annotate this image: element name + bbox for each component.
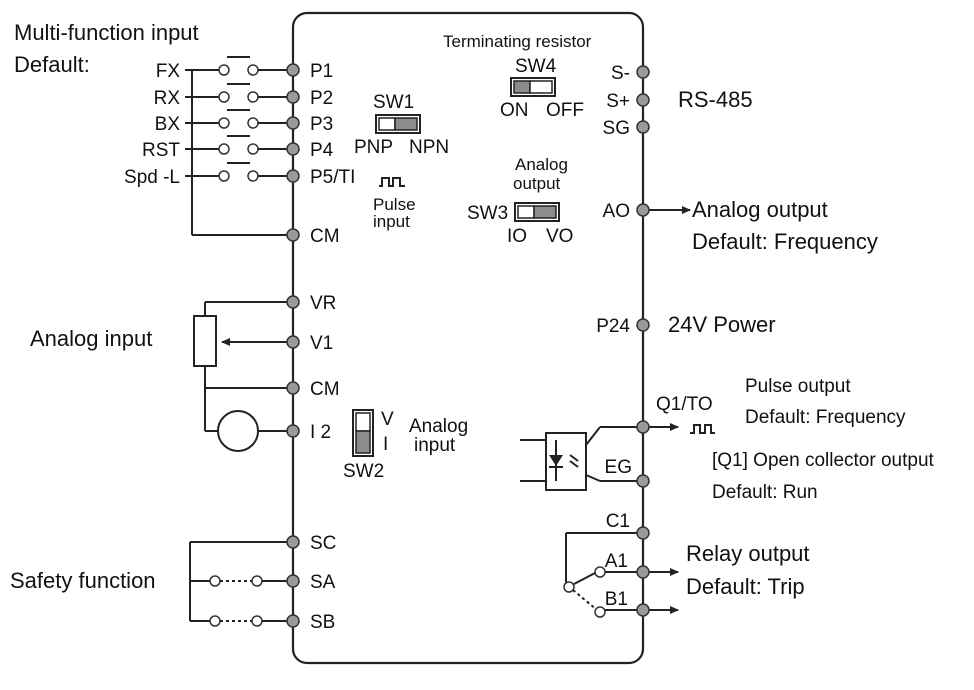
terminal-p4: P4 (310, 140, 334, 161)
relay-output-label: Relay output (686, 541, 810, 566)
right-terminal-dots (636, 65, 650, 617)
sw3-vo: VO (546, 226, 573, 247)
switch-sw3: Analog output SW3 IO VO (467, 155, 573, 247)
multi-function-title: Multi-function input (14, 20, 199, 45)
input-rx: RX (154, 88, 181, 109)
multi-function-default: Default: (14, 52, 90, 77)
terminal-vr: VR (310, 293, 336, 314)
contact-bx (185, 109, 293, 129)
pulse-input-label-1: Pulse (373, 195, 416, 214)
input-bx: BX (155, 114, 181, 135)
input-fx: FX (156, 61, 181, 82)
relay-output-default: Default: Trip (686, 574, 805, 599)
sw2-label: SW2 (343, 461, 384, 482)
switch-sw4: Terminating resistor SW4 ON OFF (443, 32, 592, 121)
analog-output-default: Default: Frequency (692, 229, 878, 254)
terminal-b1: B1 (605, 589, 628, 610)
q1-description: [Q1] Open collector output (712, 450, 935, 471)
terminal-v1: V1 (310, 333, 333, 354)
sw2-analog: Analog (409, 416, 468, 437)
sw3-output: output (513, 174, 561, 193)
sw4-label: SW4 (515, 56, 557, 77)
sw2-v: V (381, 409, 394, 430)
sw4-off: OFF (546, 100, 584, 121)
contact-spd-l (185, 162, 293, 182)
terminal-p24: P24 (596, 316, 630, 337)
safety-function-label: Safety function (10, 568, 156, 593)
pulse-output-icon (690, 424, 715, 434)
terminal-sb: SB (310, 612, 335, 633)
terminal-block (291, 11, 645, 665)
terminal-sg: SG (603, 118, 630, 139)
switch-sw2: V I SW2 Analog input (343, 409, 468, 482)
terminating-resistor-title: Terminating resistor (443, 32, 592, 51)
terminal-sa: SA (310, 572, 336, 593)
terminal-p1: P1 (310, 61, 333, 82)
sw1-pnp: PNP (354, 137, 393, 158)
multi-function-wiring (185, 56, 293, 236)
sw3-io: IO (507, 226, 527, 247)
pulse-icon (379, 177, 405, 187)
pulse-input-label-2: input (373, 212, 410, 231)
sw3-label: SW3 (467, 203, 508, 224)
pulse-input: Pulse input (373, 177, 416, 231)
terminal-a1: A1 (605, 551, 628, 572)
terminal-i2: I 2 (310, 422, 331, 443)
pulse-output-label: Pulse output (745, 376, 851, 397)
switch-sw1: SW1 PNP NPN (354, 92, 449, 158)
terminal-q1-to: Q1/TO (656, 394, 713, 415)
sw2-input: input (414, 435, 456, 456)
optocoupler (545, 432, 587, 491)
q1-default: Default: Run (712, 482, 818, 503)
terminal-p5-ti: P5/TI (310, 167, 355, 188)
analog-input-wiring (193, 301, 293, 452)
sw2-i: I (383, 434, 388, 455)
left-terminal-dots (286, 63, 300, 628)
sw1-npn: NPN (409, 137, 449, 158)
pulse-output-default: Default: Frequency (745, 407, 906, 428)
terminal-s-plus: S+ (606, 91, 630, 112)
terminal-cm-2: CM (310, 379, 340, 400)
analog-input-label: Analog input (30, 326, 152, 351)
contact-fx (185, 56, 293, 76)
current-source-icon (217, 410, 259, 452)
terminal-s-minus: S- (611, 63, 630, 84)
terminal-ao: AO (603, 201, 630, 222)
input-spd-l: Spd -L (124, 167, 180, 188)
sw1-label: SW1 (373, 92, 414, 113)
terminal-p2: P2 (310, 88, 333, 109)
sw4-on: ON (500, 100, 529, 121)
safety-wiring (189, 541, 293, 627)
terminal-p3: P3 (310, 114, 333, 135)
input-rst: RST (142, 140, 180, 161)
rs485-label: RS-485 (678, 87, 753, 112)
potentiometer (193, 315, 217, 367)
contact-rst (185, 135, 293, 155)
terminal-eg: EG (605, 457, 632, 478)
contact-rx (185, 83, 293, 103)
terminal-cm: CM (310, 226, 340, 247)
terminal-c1: C1 (606, 511, 630, 532)
terminal-sc: SC (310, 533, 336, 554)
sw3-analog: Analog (515, 155, 568, 174)
power-label: 24V Power (668, 312, 776, 337)
analog-output-label: Analog output (692, 197, 828, 222)
